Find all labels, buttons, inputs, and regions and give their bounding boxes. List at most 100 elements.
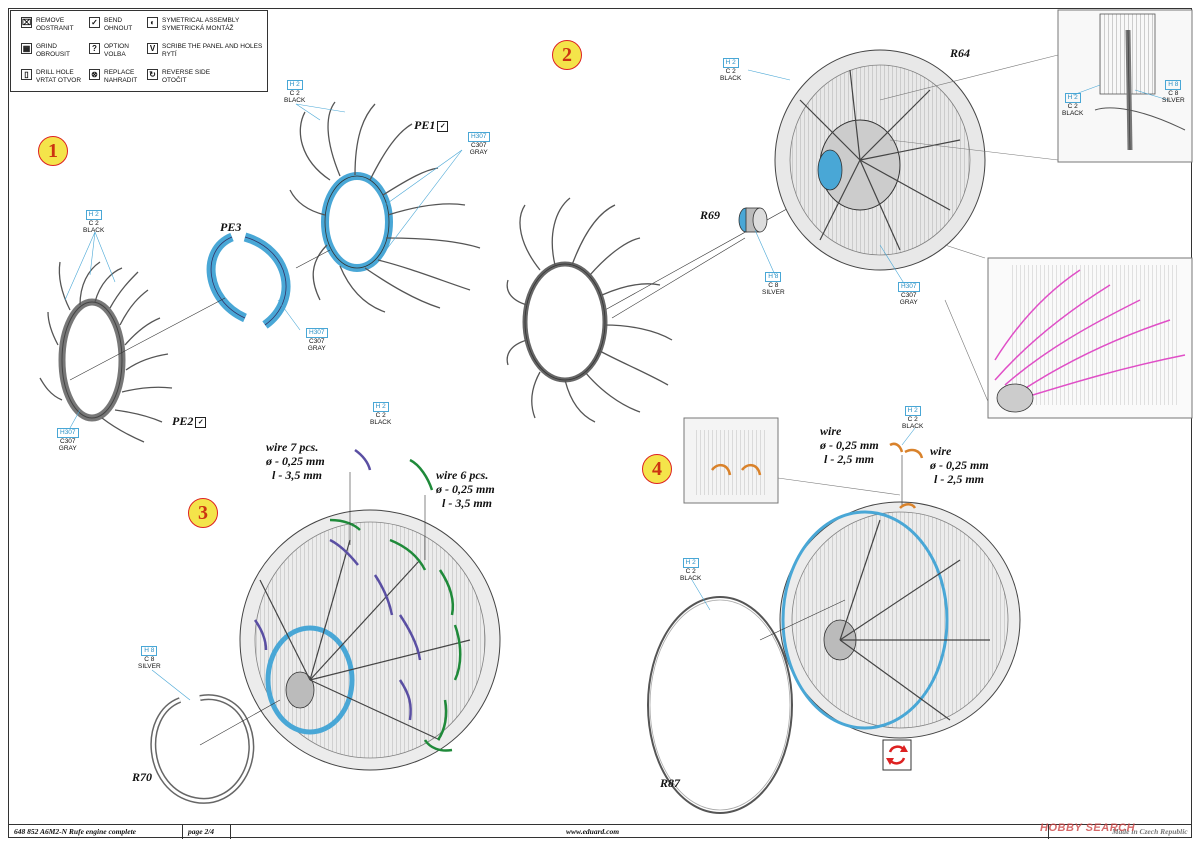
color-code-name: BLACK [1062, 110, 1084, 117]
legend-text: BEND [104, 17, 123, 24]
label-pe3: PE3 [220, 220, 242, 234]
wire-diameter: ø - 0,25 mm [436, 482, 495, 496]
bend-icon: ✓ [89, 17, 100, 28]
label-r64: R64 [950, 46, 971, 60]
color-code-h: H 2 [904, 406, 921, 416]
color-code-name: BLACK [902, 423, 924, 430]
step-1-marker: 1 [38, 136, 68, 166]
color-code-name: BLACK [370, 419, 392, 426]
color-code-c: C 8 [768, 281, 779, 289]
color-code-black: H 2 C 2 BLACK [720, 58, 741, 83]
legend-text: SCRIBE THE PANEL AND HOLES [162, 43, 263, 50]
label-r87: R87 [660, 776, 681, 790]
engine-step4-drawing [779, 442, 1021, 739]
color-code-gray: H307 C307 GRAY [57, 428, 79, 453]
color-code-gray: H307 C307 GRAY [306, 328, 328, 353]
reverse-side-icon: ↻ [147, 69, 158, 80]
wire-diameter: ø - 0,25 mm [930, 458, 989, 472]
color-code-name: BLACK [284, 97, 306, 104]
wire-7-spec: wire 7 pcs. ø - 0,25 mm l - 3,5 mm [266, 440, 325, 482]
color-code-name: GRAY [307, 345, 326, 352]
color-code-h: H 8 [765, 272, 782, 282]
color-code-h: H307 [306, 328, 328, 338]
footer-divider [1048, 825, 1049, 839]
step-4-marker: 4 [642, 454, 672, 484]
color-code-h: H 8 [141, 646, 158, 656]
color-code-black: H 2 C 2 BLACK [284, 80, 305, 105]
legend-text: OHNOUT [104, 24, 133, 32]
color-code-h: H307 [898, 282, 920, 292]
drill-icon: ▯ [21, 69, 32, 80]
color-code-c: C 2 [1067, 102, 1078, 110]
legend-text: GRIND [36, 43, 57, 50]
step-3-marker: 3 [188, 498, 218, 528]
color-code-h: H 2 [682, 558, 699, 568]
color-code-c: C 2 [725, 67, 736, 75]
wire-length: l - 3,5 mm [442, 496, 492, 510]
color-code-c: C 2 [685, 567, 696, 575]
remove-icon: ⌧ [21, 17, 32, 28]
color-code-name: SILVER [138, 663, 161, 670]
legend-text: DRILL HOLE [36, 69, 74, 76]
step-2-marker: 2 [552, 40, 582, 70]
color-code-black: H 2 C 2 BLACK [1062, 93, 1083, 118]
color-code-gray: H307 C307 GRAY [468, 132, 490, 157]
color-code-c: C307 [60, 437, 76, 445]
legend-text: VOLBA [104, 50, 126, 58]
footer-kit-title: 648 852 A6M2-N Rufe engine complete [14, 827, 137, 836]
wire-title: wire 7 pcs. [266, 440, 319, 454]
color-code-c: C307 [471, 141, 487, 149]
pe2-part-drawing [39, 261, 173, 443]
footer-divider [230, 825, 231, 839]
color-code-h: H307 [468, 132, 490, 142]
color-code-name: GRAY [469, 149, 488, 156]
inset-pushrod-drawing [1094, 13, 1186, 151]
color-code-h: H 8 [1165, 80, 1182, 90]
r69-part-drawing [738, 207, 768, 233]
label-r70: R70 [132, 770, 153, 784]
bend-icon: ✓ [195, 416, 207, 428]
label-pe2: PE2✓ [172, 414, 207, 429]
sheet-frame [8, 8, 1192, 838]
legend-text: REVERSE SIDE [162, 69, 211, 76]
color-code-c: C307 [901, 291, 917, 299]
engine-step3-drawing [239, 448, 501, 771]
reverse-arrows-icon [886, 745, 908, 765]
color-code-gray: H307 C307 GRAY [898, 282, 920, 307]
r64-engine-drawing [774, 49, 986, 271]
wire-title: wire 6 pcs. [436, 468, 489, 482]
color-code-h: H 2 [85, 210, 102, 220]
wire-length: l - 2,5 mm [934, 472, 984, 486]
legend-text: OBROUSIT [36, 50, 70, 58]
legend-text: VRTAT OTVOR [36, 76, 82, 84]
inset-magenta-drawing [994, 265, 1186, 413]
color-code-black: H 2 C 2 BLACK [680, 558, 701, 583]
wire-title: wire [930, 444, 952, 458]
color-code-c: C 2 [907, 415, 918, 423]
color-code-name: SILVER [1162, 97, 1185, 104]
color-code-silver: H 8 C 8 SILVER [138, 646, 161, 671]
wire-spec-left: wire ø - 0,25 mm l - 2,5 mm [820, 424, 879, 466]
legend-text: OTOČIT [162, 76, 187, 84]
frame-step2-drawing [506, 197, 673, 423]
color-code-h: H 2 [372, 402, 389, 412]
footer-page: page 2/4 [188, 827, 215, 836]
wire-7-sample [354, 448, 372, 471]
color-code-c: C 8 [1168, 89, 1179, 97]
color-code-c: C 2 [88, 219, 99, 227]
color-code-black: H 2 C 2 BLACK [83, 210, 104, 235]
scribe-icon: V [147, 43, 158, 54]
bend-icon: ✓ [437, 120, 449, 132]
inset-wires-drawing [695, 430, 901, 496]
color-code-c: C307 [309, 337, 325, 345]
reverse-side-box [882, 739, 912, 771]
legend-text: SYMETRICKÁ MONTÁŽ [162, 24, 234, 32]
label-pe1-text: PE1 [414, 118, 436, 132]
color-code-name: GRAY [58, 445, 77, 452]
